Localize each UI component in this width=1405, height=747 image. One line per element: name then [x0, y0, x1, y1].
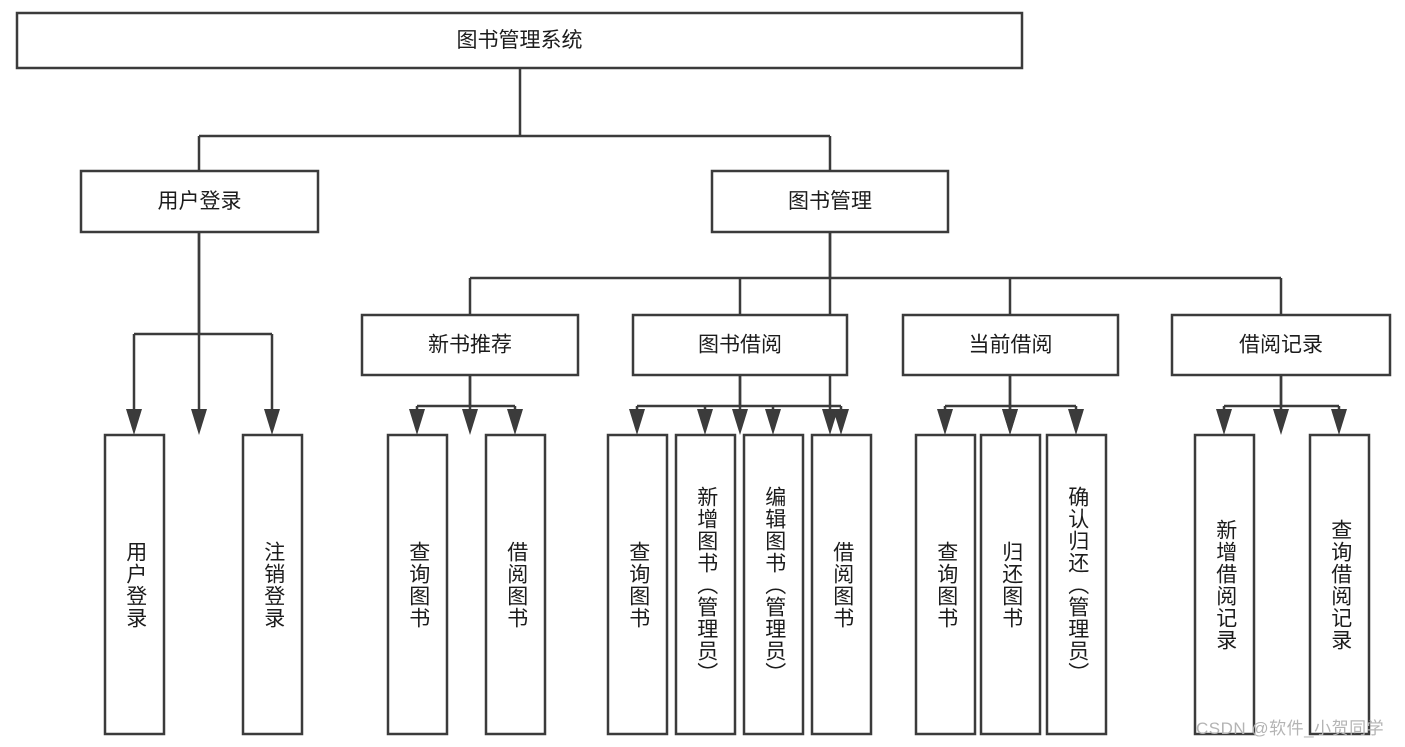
node-label-new-book-recommend: 新书推荐 [428, 334, 512, 357]
node-box-leaf-borrow-book[interactable] [810, 433, 873, 736]
arrow-head-icon [126, 409, 142, 435]
node-box-leaf-borrow-book-rec[interactable] [484, 433, 547, 736]
node-label-root: 图书管理系统 [457, 29, 583, 52]
node-box-leaf-edit-book[interactable] [742, 433, 805, 736]
node-box-leaf-query-book-borrow[interactable] [606, 433, 669, 736]
node-box-leaf-query-borrow-record[interactable] [1308, 433, 1371, 736]
arrow-head-icon [191, 409, 207, 435]
connector-new-book-recommend [409, 375, 523, 435]
arrow-head-icon [732, 409, 748, 435]
arrow-head-icon [1068, 409, 1084, 435]
node-label-current-borrow: 当前借阅 [969, 334, 1053, 357]
arrow-head-icon [409, 409, 425, 435]
node-label-borrow-record: 借阅记录 [1239, 334, 1323, 357]
connector-current-borrow [937, 375, 1084, 435]
arrow-head-icon [1002, 409, 1018, 435]
node-box-current-borrow[interactable] [901, 313, 1120, 377]
node-box-leaf-add-borrow-record[interactable] [1193, 433, 1256, 736]
node-label-book-borrow: 图书借阅 [698, 334, 782, 357]
watermark-text: CSDN @软件_小贺同学 [1196, 719, 1385, 738]
node-box-new-book-recommend[interactable] [360, 313, 580, 377]
arrow-head-icon [697, 409, 713, 435]
connectors-layer [126, 68, 1347, 435]
arrow-head-icon [629, 409, 645, 435]
node-box-book-borrow[interactable] [631, 313, 849, 377]
node-label-user-login: 用户登录 [158, 190, 242, 213]
arrow-head-icon [1273, 409, 1289, 435]
node-box-book-management[interactable] [710, 169, 950, 234]
arrow-head-icon [507, 409, 523, 435]
boxes-layer [15, 11, 1392, 736]
connector-book-management [462, 232, 1289, 435]
arrow-head-icon [462, 409, 478, 435]
node-box-leaf-confirm-return[interactable] [1045, 433, 1108, 736]
node-box-leaf-query-book-current[interactable] [914, 433, 977, 736]
node-box-leaf-query-book-rec[interactable] [386, 433, 449, 736]
node-box-user-login[interactable] [79, 169, 320, 234]
arrow-head-icon [765, 409, 781, 435]
arrow-head-icon [1331, 409, 1347, 435]
arrow-head-icon [937, 409, 953, 435]
arrow-head-icon [1216, 409, 1232, 435]
arrow-head-icon [822, 409, 838, 435]
node-box-leaf-user-login[interactable] [103, 433, 166, 736]
connector-book-borrow [629, 375, 849, 435]
node-box-leaf-add-book[interactable] [674, 433, 737, 736]
node-box-leaf-return-book[interactable] [979, 433, 1042, 736]
arrow-head-icon [264, 409, 280, 435]
node-box-leaf-user-logout[interactable] [241, 433, 304, 736]
arrow-head-icon [833, 409, 849, 435]
node-box-root[interactable] [15, 11, 1024, 70]
connector-borrow-record [1216, 375, 1347, 435]
node-box-borrow-record[interactable] [1170, 313, 1392, 377]
connector-user-login [126, 232, 280, 435]
node-label-book-management: 图书管理 [788, 190, 872, 213]
